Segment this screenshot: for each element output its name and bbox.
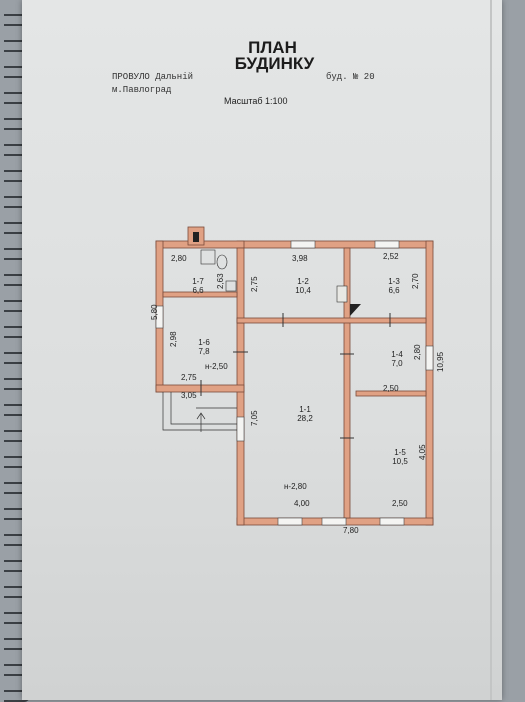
dim-label: 4,05 xyxy=(418,444,427,460)
room-1-5-area: 10,5 xyxy=(392,457,408,466)
paper-sheet xyxy=(22,0,502,700)
windows xyxy=(155,240,434,526)
wall-inner-v xyxy=(343,247,351,519)
room-1-1-area: 28,2 xyxy=(297,414,313,423)
room-1-5-id: 1-5 xyxy=(394,448,406,457)
height-label: н-2,80 xyxy=(284,482,307,491)
dim-label: 2,75 xyxy=(181,373,197,382)
plan-title-line1: ПЛАН xyxy=(248,38,297,57)
room-1-1-id: 1-1 xyxy=(299,405,311,414)
dim-label: 2,50 xyxy=(383,384,399,393)
wall-inner-h1 xyxy=(236,317,427,324)
stairs-icon xyxy=(350,304,361,316)
dim-label: 2,52 xyxy=(383,252,399,261)
building-number: буд. № 20 xyxy=(326,72,375,82)
window xyxy=(374,240,400,249)
dim-label: 7,05 xyxy=(250,410,259,426)
window xyxy=(379,517,405,526)
stove-icon xyxy=(336,285,348,303)
porch-line xyxy=(162,392,237,431)
city-name: м.Павлоград xyxy=(112,85,172,95)
plan-title-line2: БУДИНКУ xyxy=(234,54,315,73)
wall-inner-w1 xyxy=(236,247,245,324)
dim-label: 2,80 xyxy=(171,254,187,263)
room-1-2-id: 1-2 xyxy=(297,277,309,286)
height-label: н-2,50 xyxy=(205,362,228,371)
street-address: ПРОВУЛО Дальній xyxy=(112,72,194,82)
room-labels: 1-1 28,2 1-2 10,4 1-3 6,6 1-4 7,0 1-5 10… xyxy=(192,277,408,466)
room-1-2-area: 10,4 xyxy=(295,286,311,295)
window xyxy=(277,517,303,526)
dim-label: 2,63 xyxy=(216,273,225,289)
room-1-4-id: 1-4 xyxy=(391,350,403,359)
dim-label: 2,75 xyxy=(250,276,259,292)
porch xyxy=(162,392,237,432)
entry-arrow-head xyxy=(196,412,206,420)
dimension-labels: 2,80 3,98 2,52 2,50 2,75 3,05 4,00 2,50 … xyxy=(150,252,445,535)
room-1-4-area: 7,0 xyxy=(391,359,403,368)
dim-label: 5,80 xyxy=(150,304,159,320)
sink-icon xyxy=(200,249,216,265)
scale-label: Масштаб 1:100 xyxy=(224,96,288,106)
room-1-3-area: 6,6 xyxy=(388,286,400,295)
dim-label: 4,00 xyxy=(294,499,310,508)
window xyxy=(321,517,347,526)
wall-top xyxy=(236,240,434,249)
room-1-7-area: 6,6 xyxy=(192,286,204,295)
boiler-icon xyxy=(225,280,237,292)
doors xyxy=(200,313,391,439)
window xyxy=(155,305,164,329)
sheet-edge xyxy=(490,0,492,700)
dim-label: 2,50 xyxy=(392,499,408,508)
dim-label: 7,80 xyxy=(343,526,359,535)
dim-label: 2,98 xyxy=(169,331,178,347)
window xyxy=(290,240,316,249)
window xyxy=(425,345,434,371)
porch-line xyxy=(170,392,237,425)
wall-inner-h3 xyxy=(162,291,238,298)
window xyxy=(236,416,245,442)
wall-right xyxy=(425,240,434,526)
room-1-3-id: 1-3 xyxy=(388,277,400,286)
toilet-icon xyxy=(216,254,228,270)
dim-label: 2,70 xyxy=(411,273,420,289)
dim-label: 3,98 xyxy=(292,254,308,263)
room-1-7-id: 1-7 xyxy=(192,277,204,286)
wall-inner-h2 xyxy=(355,390,427,397)
wall-bottom-wing xyxy=(155,384,245,393)
room-1-6-area: 7,8 xyxy=(198,347,210,356)
dim-label: 2,80 xyxy=(413,344,422,360)
room-1-6-id: 1-6 xyxy=(198,338,210,347)
dim-label: 10,95 xyxy=(436,351,445,372)
dim-label: 3,05 xyxy=(181,391,197,400)
chimney-flue xyxy=(193,232,199,242)
